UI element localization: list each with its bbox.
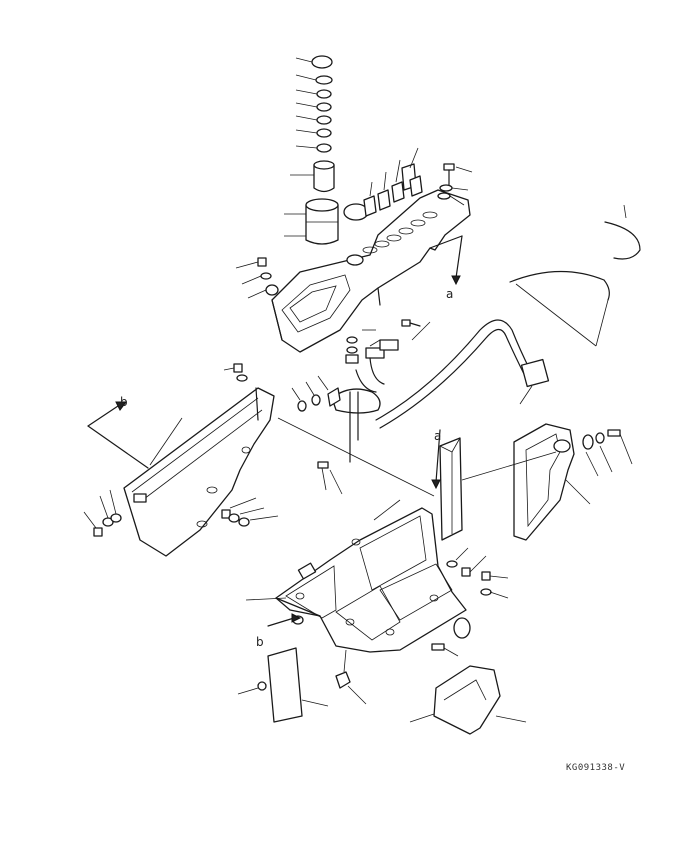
console-left-bolts (235, 257, 279, 299)
label-b-lower: b (256, 635, 264, 649)
base-right-bolts (446, 547, 509, 599)
drawing-code: KG091338-V (566, 763, 625, 773)
lower-small-parts (237, 643, 459, 723)
upper-console (271, 189, 471, 353)
vertical-post (431, 429, 463, 541)
lower-left-bolts (83, 489, 279, 537)
label-a-mid: a (434, 429, 441, 443)
upper-right-lever (509, 204, 641, 347)
lower-base-frame (275, 499, 471, 653)
switch-blocks (363, 147, 423, 217)
left-side-cover (123, 387, 275, 557)
right-side-cover (461, 423, 633, 541)
knob-stack (305, 55, 339, 245)
label-a-top: a (446, 287, 453, 301)
lower-bracket (409, 665, 527, 735)
knob-leaders (284, 57, 318, 237)
mid-connectors (331, 319, 431, 463)
upper-right-bolts (437, 163, 473, 206)
label-b-left: b (120, 395, 128, 409)
left-cover-top-bolt (223, 363, 248, 382)
mid-left-clips (291, 375, 341, 412)
cable-harness (375, 319, 550, 429)
switch-slots (362, 211, 438, 254)
